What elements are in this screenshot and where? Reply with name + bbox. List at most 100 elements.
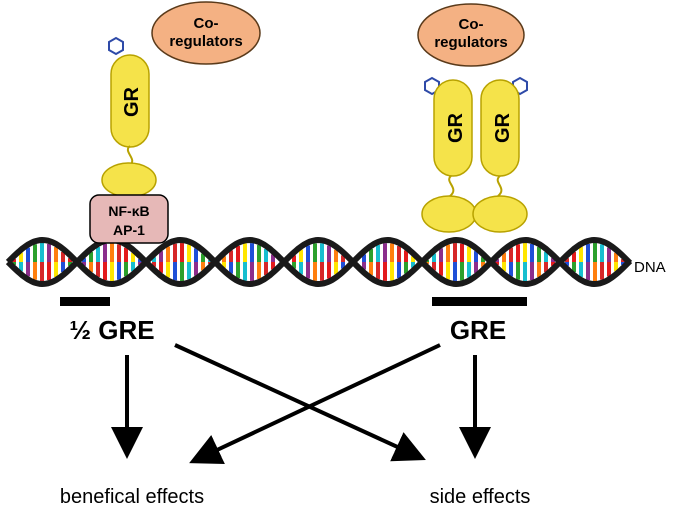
dna-base-pair-half (495, 262, 499, 265)
dna-base-pair-half (187, 244, 191, 262)
dna-base-pair-half (61, 251, 65, 262)
dna-base-pair-half (110, 262, 114, 281)
dna-base-pair-half (89, 251, 93, 262)
dna-base-pair-half (530, 262, 534, 281)
dna-base-pair-half (586, 262, 590, 281)
dna-base-pair-half (411, 262, 415, 268)
dna-base-pair-half (306, 245, 310, 262)
dna-base-pair-half (572, 251, 576, 262)
dna-base-pair-half (327, 245, 331, 262)
dna-base-pair-half (544, 251, 548, 262)
left-gr-label: GR (121, 86, 143, 117)
dna-base-pair-half (397, 245, 401, 262)
right-gr-dna-binding-domain-1 (421, 195, 477, 233)
dna-base-pair-half (229, 250, 233, 262)
dna-base-pair-half (523, 243, 527, 262)
dna-base-pair-half (54, 247, 58, 262)
right-coregulators-line2: regulators (434, 34, 507, 51)
dna-base-pair-half (397, 262, 401, 279)
dna-base-pair-half (516, 262, 520, 280)
left-coregulators-oval (151, 1, 261, 65)
dna-base-pair-half (446, 244, 450, 262)
nfkb-label: NF-κB (108, 203, 149, 219)
right-coregulators-oval (417, 3, 525, 67)
dna-base-pair-half (320, 262, 324, 281)
dna-base-pair-half (621, 259, 625, 262)
dna-base-pair-half (68, 262, 72, 266)
dna-base-pair-half (411, 256, 415, 262)
dna-base-pair-half (194, 262, 198, 276)
dna-base-pair-half (61, 262, 65, 273)
dna-base-pair-half (110, 243, 114, 262)
dna-base-pair-half (481, 262, 485, 267)
side-effects-label: side effects (430, 486, 531, 508)
dna-base-pair-half (194, 248, 198, 262)
dna-base-pair-half (614, 262, 618, 272)
dna-base-pair-half (40, 243, 44, 262)
beneficial-effects-label: benefical effects (60, 486, 204, 508)
dna-base-pair-half (320, 243, 324, 262)
dna-base-pair-half (250, 262, 254, 281)
dna-base-pair-half (551, 258, 555, 262)
dna-base-pair-half (334, 249, 338, 262)
right-gr-linker-2 (496, 175, 503, 197)
dna-base-pair-half (26, 247, 30, 262)
dna-base-pair-half (173, 243, 177, 262)
dna-base-pair-half (313, 243, 317, 262)
dna-base-pair-half (173, 262, 177, 281)
dna-base-pair-half (544, 262, 548, 273)
dna-base-pair-half (376, 262, 380, 279)
dna-base-pair-half (600, 244, 604, 262)
dna-base-pair-half (621, 262, 625, 265)
dna-base-pair-half (509, 262, 513, 277)
dna-base-pair-half (572, 262, 576, 273)
dna-base-pair-half (474, 262, 478, 273)
dna-base-pair-half (369, 262, 373, 276)
dna-base-pair-half (166, 246, 170, 262)
dna-base-pair-half (614, 252, 618, 262)
dna-base-pair-half (138, 262, 142, 265)
dna-base-pair-half (383, 262, 387, 281)
dna-base-pair-half (502, 262, 506, 272)
dna-base-pair-half (152, 262, 156, 267)
dna-label: DNA (634, 259, 666, 276)
dna-base-pair-half (236, 245, 240, 262)
half-gre-label: ½ GRE (69, 315, 154, 345)
dna-base-pair-half (187, 262, 191, 280)
left-ligand-hexagon-icon (108, 36, 124, 56)
dna-base-pair-half (271, 254, 275, 262)
dna-base-pair-half (131, 252, 135, 262)
dna-base-pair-half (180, 243, 184, 262)
dna-double-helix (5, 236, 633, 288)
dna-base-pair-half (460, 262, 464, 281)
dna-base-pair-half (537, 247, 541, 262)
right-coregulators-line1: Co- (459, 16, 484, 33)
dna-base-pair-half (369, 248, 373, 262)
right-gr-label-2: GR (492, 112, 514, 143)
dna-base-pair-half (159, 251, 163, 262)
dna-base-pair-half (89, 262, 93, 273)
dna-base-pair-half (47, 262, 51, 281)
dna-base-pair-half (292, 262, 296, 269)
dna-strand-b (5, 236, 633, 288)
dna-base-pair-half (82, 258, 86, 262)
dna-base-pair-half (103, 243, 107, 262)
dna-base-pair-half (117, 262, 121, 280)
dna-base-pair-half (299, 249, 303, 262)
effect-arrows (111, 343, 491, 464)
dna-base-pair-half (390, 243, 394, 262)
dna-base-pair-half (40, 262, 44, 281)
dna-base-pair-half (530, 243, 534, 262)
dna-base-pair-half (537, 262, 541, 277)
dna-base-pair-half (607, 262, 611, 277)
gre-site-bar (432, 297, 527, 306)
dna-base-pair-half (131, 262, 135, 272)
right-complex: Co- regulators GR GR (417, 3, 528, 233)
dna-base-pair-half (341, 255, 345, 262)
ap1-label: AP-1 (113, 222, 145, 238)
dna-base-pair-half (376, 245, 380, 262)
dna-base-pair-half (33, 262, 37, 280)
gre-label: GRE (450, 315, 506, 345)
dna-base-pair-half (551, 262, 555, 266)
dna-base-pair-half (481, 257, 485, 262)
